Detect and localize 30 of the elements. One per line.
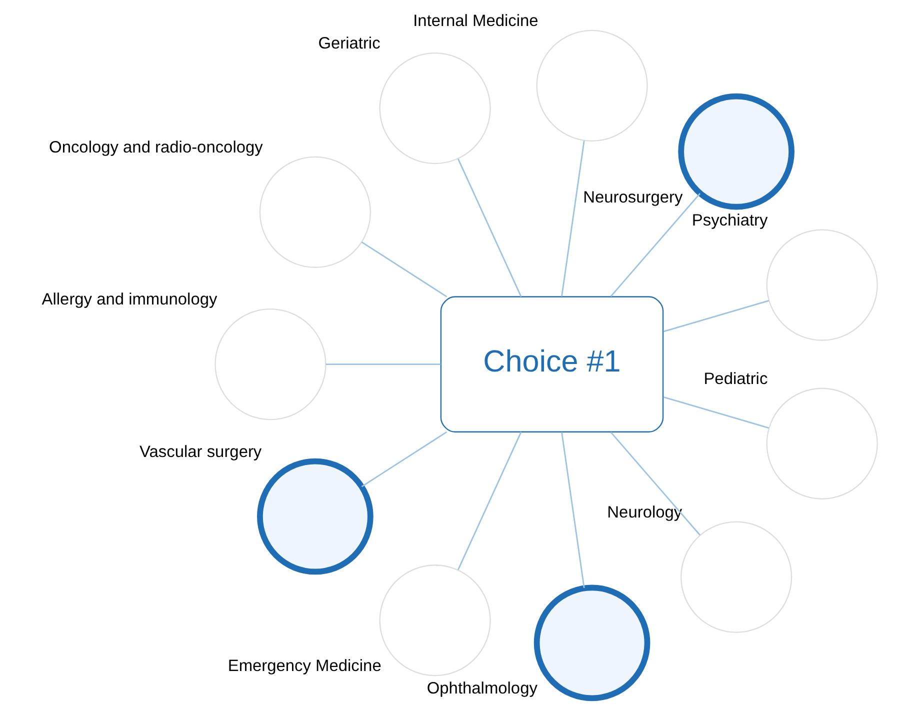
connector	[360, 241, 447, 298]
node-circle	[378, 52, 490, 164]
node-label: Pediatric	[703, 370, 768, 388]
node-circle	[766, 388, 878, 500]
connector	[610, 193, 700, 297]
node-circle	[536, 30, 648, 142]
node-label: Oncology and radio-oncology	[48, 138, 262, 156]
connector	[662, 396, 769, 429]
node-label: Geriatric	[318, 34, 380, 53]
connector	[456, 158, 522, 297]
node-label: Neurosurgery	[582, 188, 682, 206]
node-label: Allergy and immunology	[41, 290, 217, 309]
node-label: Ophthalmology	[426, 680, 537, 698]
node-circle	[680, 521, 792, 633]
node-circle	[766, 229, 878, 341]
node-circle	[258, 156, 370, 268]
node-box: Choice #1	[440, 296, 664, 432]
connector	[360, 431, 447, 488]
node-label: Neurology	[606, 503, 682, 522]
node-label: Psychiatry	[691, 211, 768, 230]
connector	[456, 432, 522, 570]
node-label: Vascular surgery	[139, 442, 262, 461]
connector	[325, 364, 440, 366]
connector	[610, 432, 700, 536]
node-label: Emergency Medicine	[227, 657, 381, 676]
connector	[662, 300, 769, 332]
node-circle	[214, 308, 326, 420]
node-label: Internal Medicine	[412, 12, 538, 30]
connector	[560, 432, 584, 588]
connector	[560, 140, 584, 297]
